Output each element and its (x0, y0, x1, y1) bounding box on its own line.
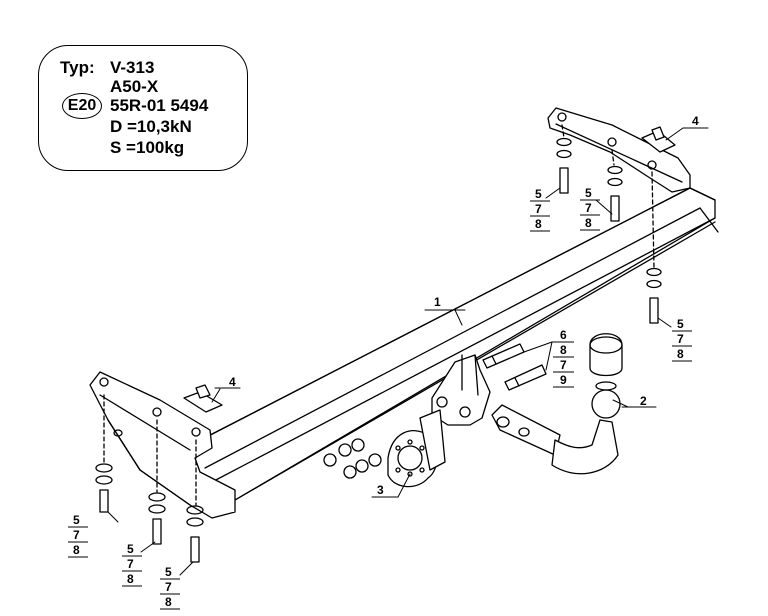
bolt-kit-label-r1: 5 7 8 (530, 187, 550, 232)
ball-kit-top: 6 (560, 328, 567, 342)
kit-mid: 7 (73, 528, 80, 542)
kit-bot: 8 (535, 217, 542, 231)
callout-bracket-right: 4 (692, 114, 699, 128)
bolt-kit-label-l2: 5 7 8 (122, 542, 142, 587)
callout-frame: 1 (434, 295, 441, 309)
bracket-plate-right (641, 126, 676, 153)
kit-mid: 7 (165, 580, 172, 594)
kit-top: 5 (127, 542, 134, 556)
kit-bot: 8 (127, 572, 134, 586)
kit-mid: 7 (127, 557, 134, 571)
bolt-kit-label-l1: 5 7 8 (68, 513, 88, 558)
kit-bot: 8 (677, 347, 684, 361)
socket-plate-fasteners (323, 438, 382, 479)
callout-ball: 2 (640, 394, 647, 408)
socket-plate (387, 409, 446, 488)
bolt-stack-left-3 (186, 439, 204, 563)
kit-bot: 8 (73, 543, 80, 557)
kit-mid: 7 (585, 201, 592, 215)
kit-mid: 7 (677, 332, 684, 346)
ball-kit-mid: 8 (560, 343, 567, 357)
callout-bracket-left: 4 (229, 375, 236, 389)
ball-mount-receiver (431, 354, 491, 426)
bolt-stack-left-2 (148, 419, 166, 545)
ball-arm (491, 381, 621, 475)
ball-kit-bot: 9 (560, 373, 567, 387)
ball-bolts (482, 343, 547, 391)
bolt-kit-label-l3: 5 7 8 (160, 565, 180, 610)
spec-label-box (38, 45, 248, 171)
type-label: Typ: (60, 58, 95, 77)
bolt-stack-left-1 (95, 394, 113, 513)
kit-top: 5 (585, 186, 592, 200)
right-side-bracket (547, 107, 691, 193)
kit-top: 5 (535, 187, 542, 201)
approval-mark-badge: E20 (62, 93, 102, 119)
bolt-kit-label-r2: 5 7 8 (580, 186, 600, 231)
d-value: D =10,3kN (110, 117, 192, 136)
bolt-kit-label-r3: 5 7 8 (672, 317, 692, 362)
bolt-stack-right-3 (646, 171, 662, 324)
approval-number: 55R-01 5494 (110, 96, 209, 115)
left-side-bracket (89, 371, 236, 519)
kit-mid: 7 (535, 202, 542, 216)
callout-socket-plate: 3 (377, 483, 384, 497)
ball-cap (589, 333, 623, 377)
ball-kit-mid2: 7 (560, 358, 567, 372)
s-value: S =100kg (110, 138, 185, 157)
bolt-stack-right-2 (607, 149, 623, 222)
kit-bot: 8 (165, 595, 172, 609)
kit-top: 5 (73, 513, 80, 527)
kit-bot: 8 (585, 216, 592, 230)
leader-lines (107, 127, 709, 576)
type-value: V-313 (110, 58, 155, 77)
ball-kit-label: 6 8 7 9 (553, 328, 574, 388)
model-value: A50-X (110, 77, 159, 96)
bracket-plate-left (183, 384, 223, 413)
kit-top: 5 (677, 317, 684, 331)
bolt-stack-right-1 (556, 124, 572, 194)
kit-top: 5 (165, 565, 172, 579)
